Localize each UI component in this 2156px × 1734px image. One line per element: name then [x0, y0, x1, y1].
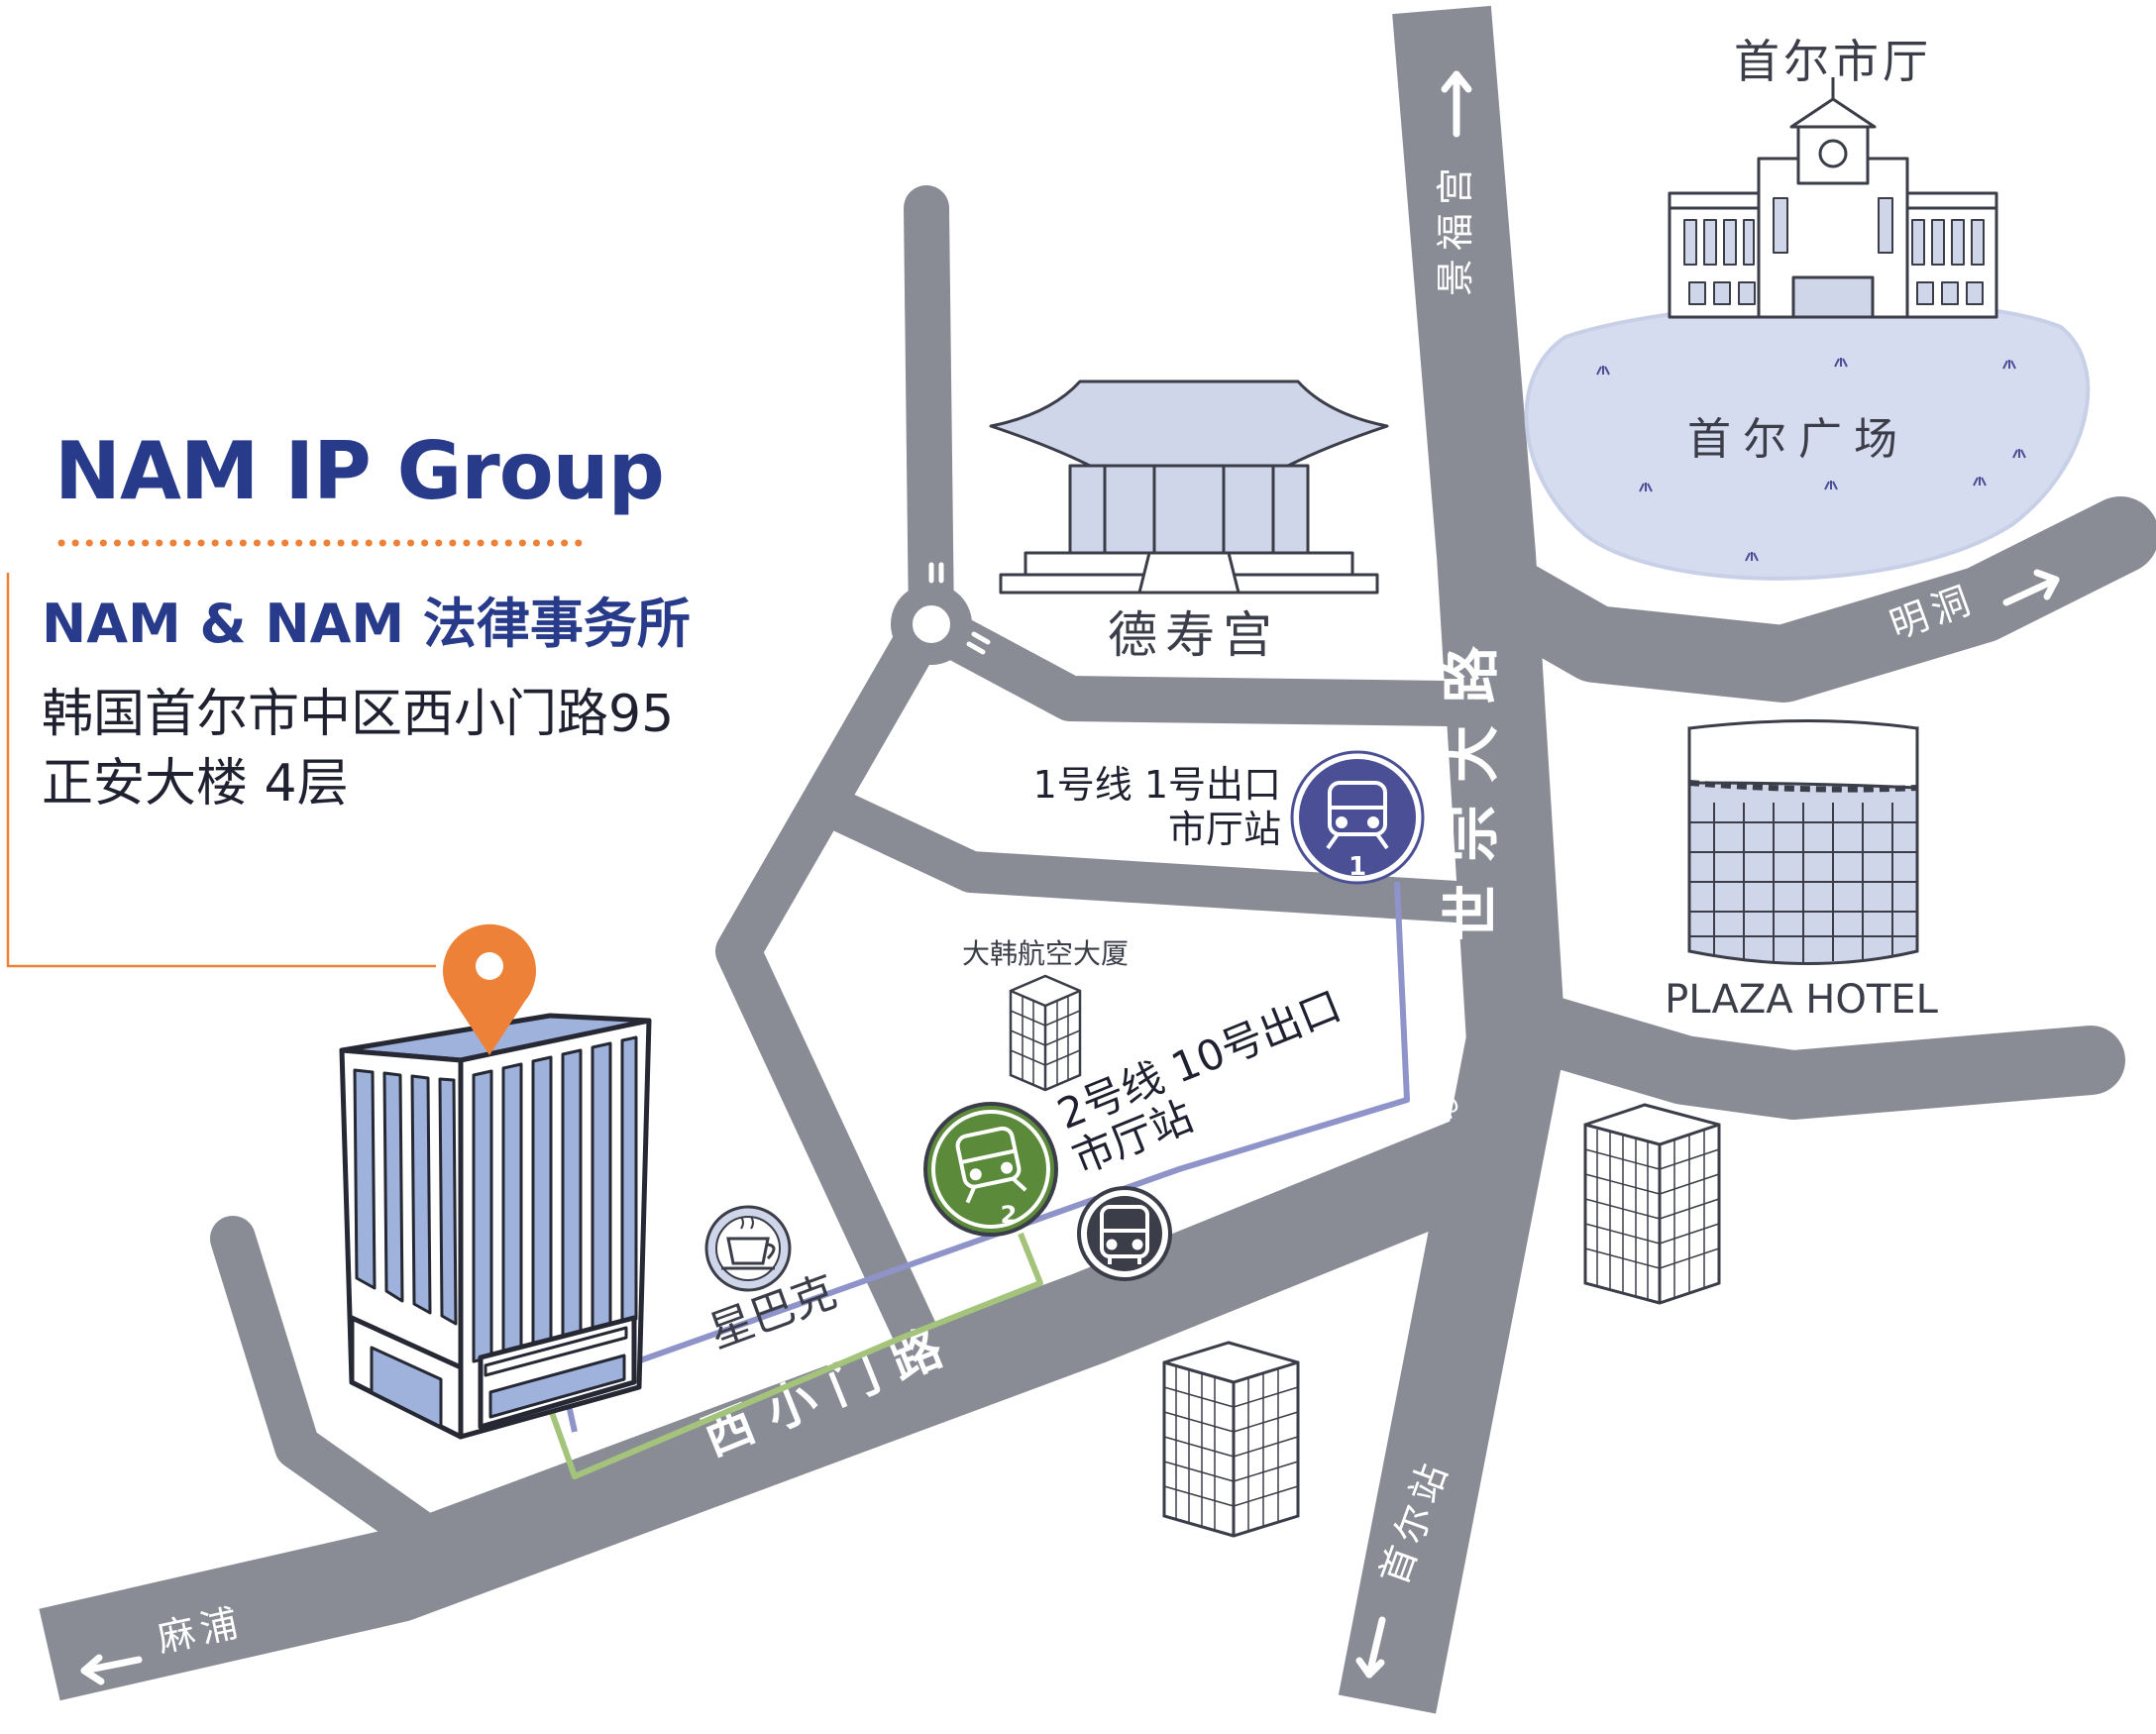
address-leader-line — [6, 573, 436, 968]
road-roundabout-diagonal — [715, 601, 954, 1390]
map-pin-icon — [442, 923, 536, 1055]
address-line-2: 正安大楼 4层 — [42, 754, 349, 813]
brand-block: NAM IP Group NAM & NAM 法律事务所 韩国首尔市中区西小门路… — [42, 425, 691, 813]
seoul-plaza: 首尔广场 — [1524, 299, 2091, 581]
firm-name: NAM & NAM 法律事务所 — [42, 593, 691, 655]
road-myeongdong — [1453, 496, 2156, 703]
address-line-1: 韩国首尔市中区西小门路95 — [42, 685, 674, 744]
road-left-lower — [210, 1216, 488, 1588]
coffee-cup-icon — [721, 1216, 776, 1270]
subway-train-icon — [955, 1126, 1027, 1204]
road-middle — [802, 782, 1477, 922]
bus-icon — [1100, 1205, 1149, 1264]
subway-line2-badge: 2 — [1001, 1201, 1018, 1229]
landmark-label-korean-air: 大韩航空大厦 — [962, 937, 1129, 970]
landmark-label-deoksugung: 德寿宫 — [1108, 606, 1280, 664]
arrow-right-icon — [2002, 569, 2060, 606]
brand-logo: NAM IP Group — [54, 425, 664, 517]
building-bottom-middle — [1162, 1341, 1300, 1538]
road-seosomun-ro — [39, 1105, 1524, 1701]
landmark-label-city-hall: 首尔市厅 — [1734, 35, 1932, 88]
road-deoksugung-north — [904, 185, 1469, 726]
starbucks-marker: 星巴克 — [702, 1205, 843, 1358]
road-right-middle — [1481, 986, 2125, 1120]
arrow-up-icon — [1441, 70, 1472, 138]
plaza-hotel-building: PLAZA HOTEL — [1665, 719, 1939, 1023]
subway-line1-station-label: 市厅站 — [1168, 808, 1281, 851]
subway-line1-badge: 1 — [1348, 852, 1366, 882]
direction-label-gyeongbokgung: 景福宫 — [1434, 160, 1477, 296]
road-network — [39, 5, 2156, 1714]
office-building-jeongan — [339, 1013, 652, 1440]
subway-line2-exit-label: 2号线 10号出口 — [1050, 981, 1348, 1138]
roundabout — [891, 562, 991, 665]
landmark-label-plaza-hotel: PLAZA HOTEL — [1665, 977, 1938, 1023]
subway-line1-station: 1 1号线 1号出口 市厅站 — [1033, 750, 1425, 885]
landmark-label-seoul-plaza: 首尔广场 — [1687, 414, 1909, 465]
route-line-2-walk — [547, 1232, 1043, 1479]
direction-gyeongbokgung: 景福宫 — [1434, 70, 1477, 296]
subway-train-icon — [1326, 781, 1389, 850]
city-hall-building: 首尔市厅 — [1668, 35, 1998, 319]
building-right-lower — [1583, 1103, 1721, 1305]
road-sejong-daero — [1338, 5, 1565, 1714]
road-label-sejong-daero: 世宗大路 — [1438, 624, 1505, 941]
arrow-left-icon — [80, 1654, 143, 1685]
subway-line1-exit-label: 1号线 1号出口 — [1033, 763, 1281, 807]
arrow-down-icon — [1355, 1616, 1386, 1679]
deoksugung-palace: 德寿宫 — [989, 379, 1389, 664]
building-korean-air: 大韩航空大厦 — [962, 937, 1129, 1092]
